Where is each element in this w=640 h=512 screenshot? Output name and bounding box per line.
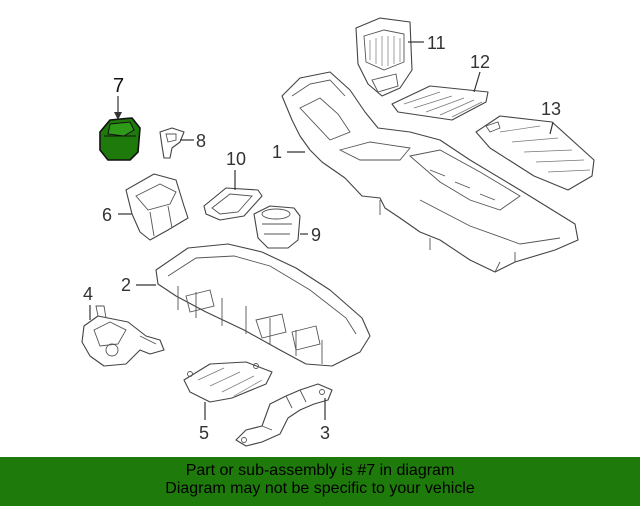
callout-7: 7 <box>113 75 124 97</box>
callout-13: 13 <box>541 99 561 119</box>
parts-diagram: 7 8 10 6 9 2 4 5 3 1 11 12 13 <box>81 17 595 447</box>
callout-6: 6 <box>102 205 112 225</box>
part-4-bracket <box>81 305 165 367</box>
part-3-support <box>235 383 333 447</box>
part-1-console <box>281 71 579 273</box>
part-11-rear-vent <box>355 17 413 97</box>
callout-9: 9 <box>311 225 321 245</box>
callout-2: 2 <box>121 275 131 295</box>
callout-1: 1 <box>272 142 282 162</box>
info-banner: Part or sub-assembly is #7 in diagram Di… <box>0 457 640 506</box>
part-10-tray <box>203 187 263 221</box>
part-7-cup-insert <box>99 117 141 161</box>
banner-line-2: Diagram may not be specific to your vehi… <box>165 480 475 497</box>
callout-5: 5 <box>199 423 209 443</box>
leader-lines <box>89 41 554 420</box>
callout-3: 3 <box>320 423 330 443</box>
part-13-lid <box>475 115 595 191</box>
part-8-clip <box>159 127 185 159</box>
part-5-lower-bracket <box>183 361 273 403</box>
part-9-cupholder <box>253 205 301 249</box>
callout-4: 4 <box>83 284 93 304</box>
callout-11: 11 <box>427 33 446 53</box>
part-12-panel <box>391 85 489 121</box>
part-6-bracket <box>125 173 189 241</box>
callout-10: 10 <box>226 149 246 169</box>
banner-line-1: Part or sub-assembly is #7 in diagram <box>185 462 455 479</box>
callout-12: 12 <box>470 52 490 72</box>
part-2-console-base <box>155 243 371 367</box>
callout-8: 8 <box>196 131 206 151</box>
